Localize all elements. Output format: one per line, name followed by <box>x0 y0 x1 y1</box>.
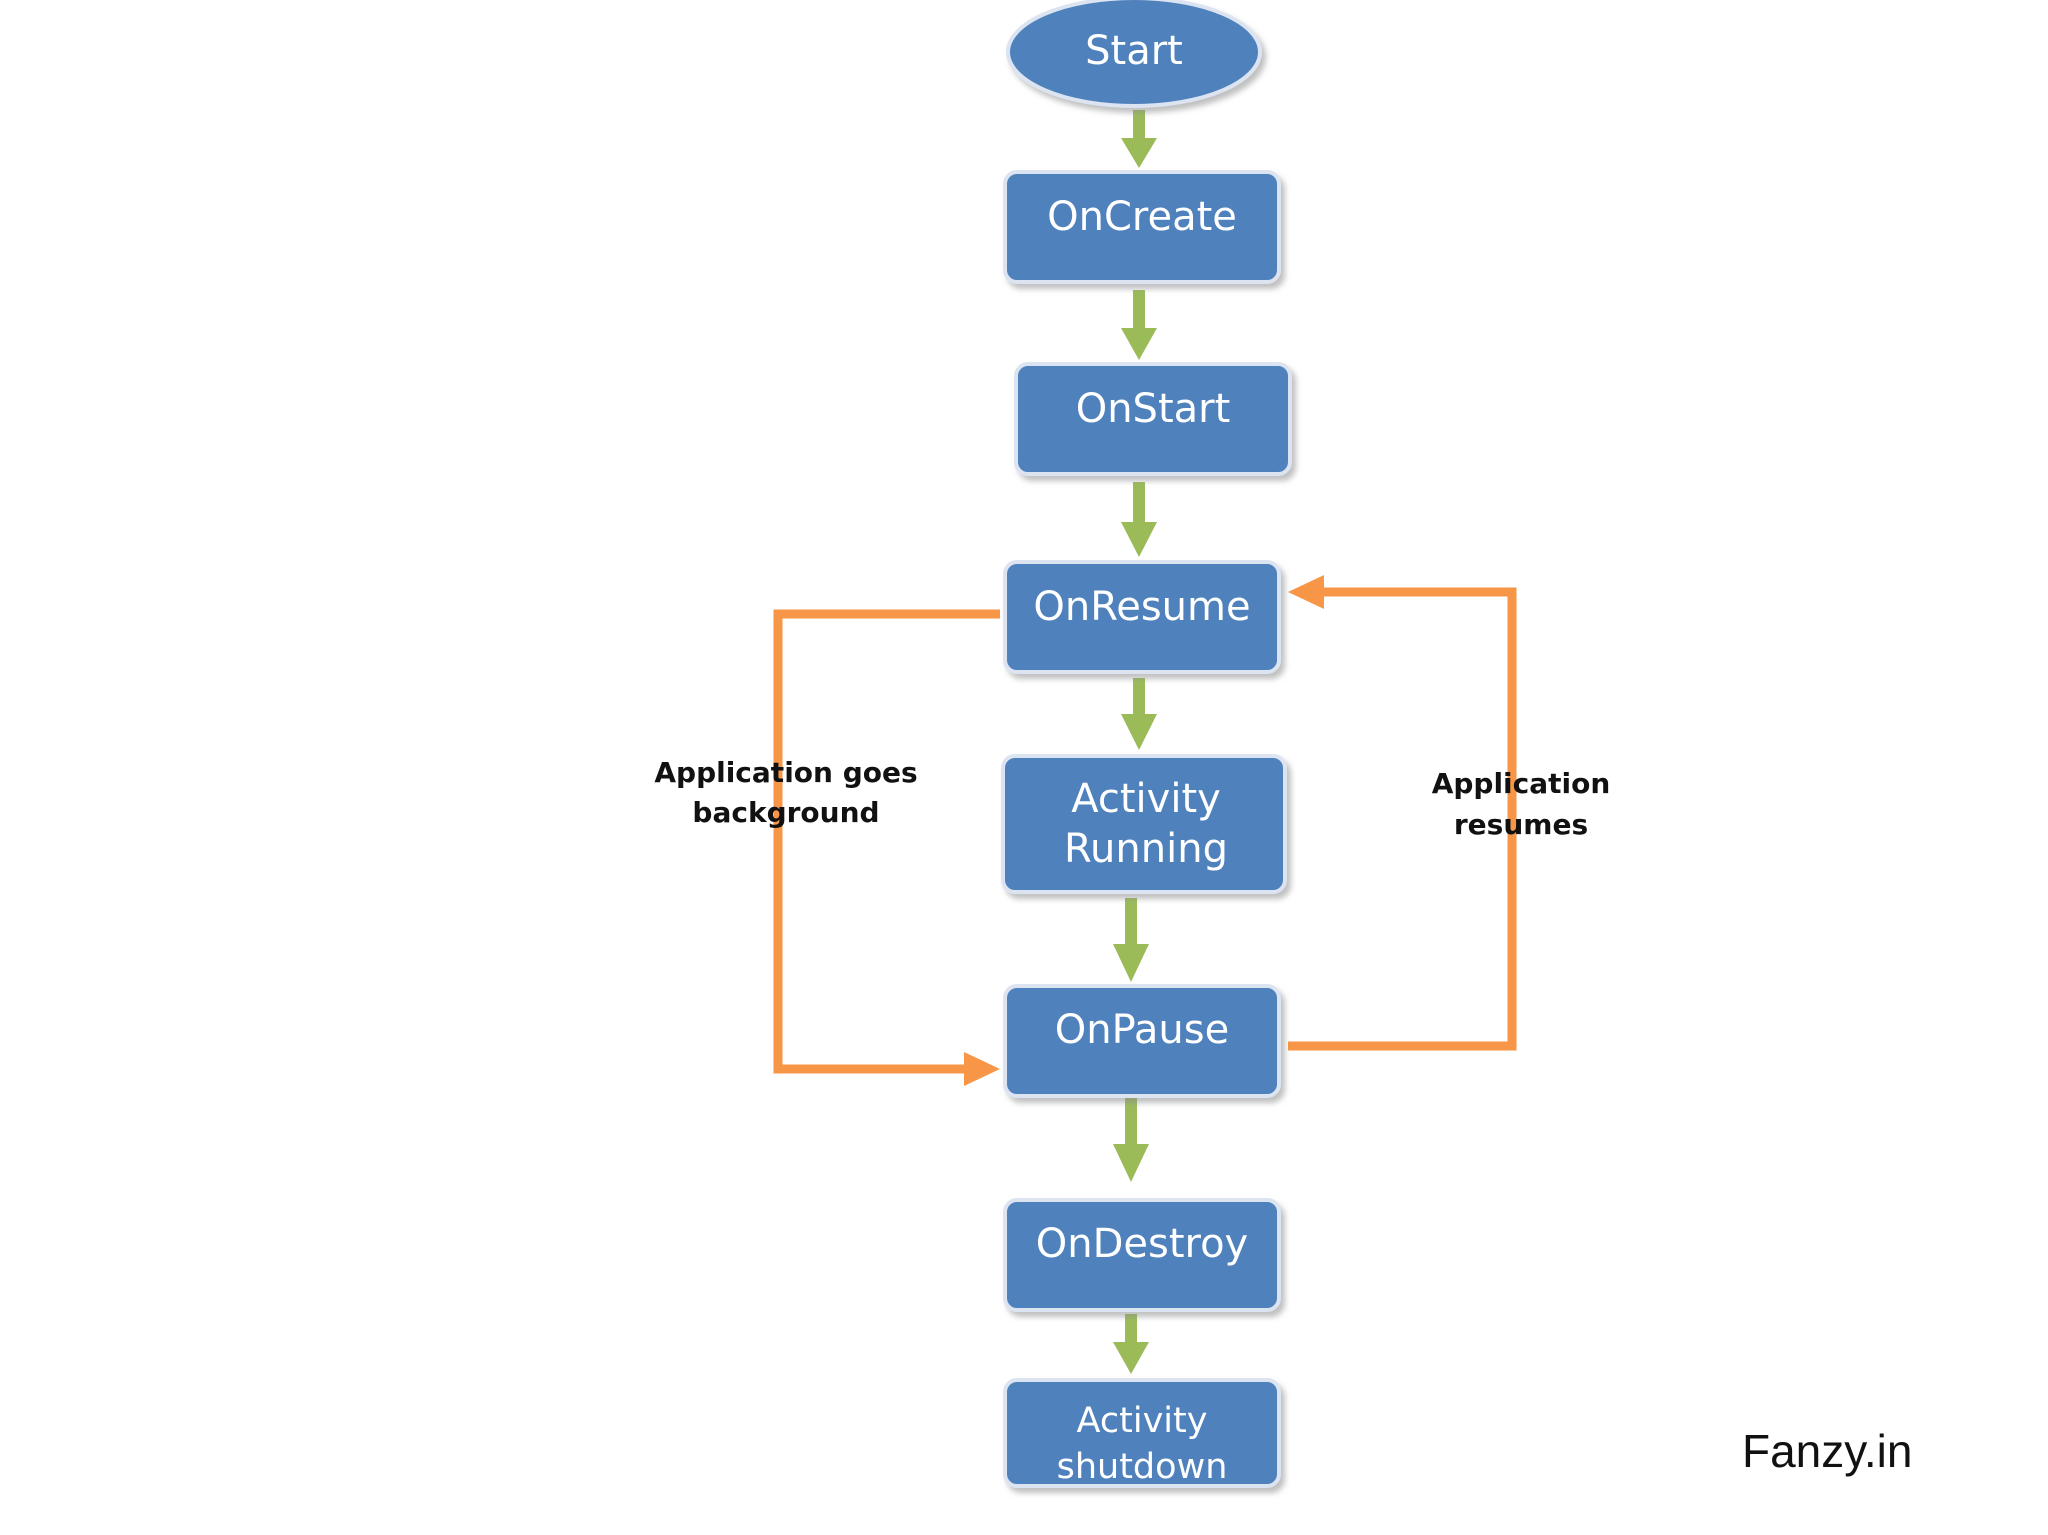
loop-arrow-background <box>773 609 1000 1086</box>
flow-arrow-start-oncreate <box>1121 110 1157 168</box>
node-ondestroy-label: OnDestroy <box>1036 1221 1248 1267</box>
node-activity-running-line2: Running <box>1064 826 1228 872</box>
node-onresume-label: OnResume <box>1033 584 1250 630</box>
node-ondestroy: OnDestroy <box>1003 1198 1281 1312</box>
node-onpause: OnPause <box>1003 984 1281 1098</box>
watermark-text: Fanzy.in <box>1742 1425 1913 1477</box>
annotation-goes-background-line1: Application goes <box>654 756 917 789</box>
flow-arrow-oncreate-onstart <box>1121 290 1157 360</box>
node-oncreate-label: OnCreate <box>1047 194 1237 240</box>
flow-arrow-ondestroy-shutdown <box>1113 1314 1149 1374</box>
flow-arrow-running-onpause <box>1113 898 1149 982</box>
annotation-resumes-line2: resumes <box>1454 808 1588 841</box>
node-start: Start <box>1006 0 1262 108</box>
node-activity-shutdown-line2: shutdown <box>1057 1447 1228 1487</box>
flow-arrow-onpause-ondestroy <box>1113 1098 1149 1182</box>
node-activity-shutdown: Activity shutdown <box>1003 1378 1281 1488</box>
flow-arrow-onstart-onresume <box>1121 482 1157 557</box>
node-onpause-label: OnPause <box>1055 1007 1229 1053</box>
node-start-label: Start <box>1085 28 1183 74</box>
annotation-goes-background: Application goes background <box>654 756 917 829</box>
node-activity-running-line1: Activity <box>1071 776 1221 822</box>
annotation-resumes: Application resumes <box>1432 767 1611 841</box>
node-oncreate: OnCreate <box>1003 170 1281 284</box>
node-onstart-label: OnStart <box>1076 386 1231 432</box>
node-onresume: OnResume <box>1003 560 1281 674</box>
annotation-resumes-line1: Application <box>1432 767 1611 800</box>
flow-arrow-onresume-running <box>1121 678 1157 750</box>
loop-arrow-resume <box>1288 575 1517 1051</box>
node-onstart: OnStart <box>1014 362 1292 476</box>
node-activity-shutdown-line1: Activity <box>1077 1401 1208 1441</box>
node-activity-running: Activity Running <box>1001 754 1287 894</box>
annotation-goes-background-line2: background <box>692 796 879 829</box>
